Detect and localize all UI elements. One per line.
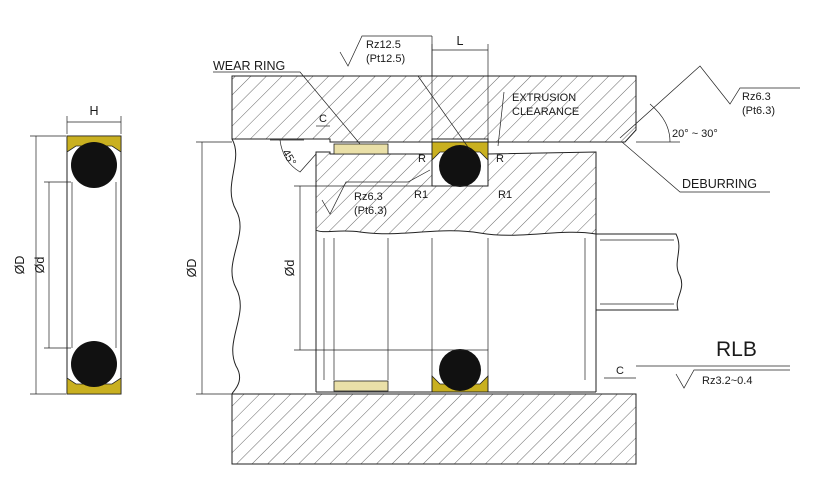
h-label: H — [89, 104, 98, 118]
main-id-label: Ød — [283, 260, 297, 277]
wear-ring-top — [333, 143, 389, 155]
cylinder-housing-bottom — [231, 393, 637, 465]
od-label: ØD — [13, 256, 27, 275]
rz-top-1: Rz12.5 — [366, 39, 401, 51]
extrusion-label-2: CLEARANCE — [512, 106, 579, 118]
l-label: L — [457, 34, 464, 48]
main-od-label: ØD — [185, 259, 199, 278]
roughness-symbol-mid — [321, 169, 431, 215]
rz-mid-2: (Pt6.3) — [354, 205, 387, 217]
roughness-symbol-bottom — [675, 369, 790, 389]
r1-label-1: R1 — [414, 189, 428, 201]
o-ring-bottom-installed — [439, 349, 481, 391]
seal-groove-top — [431, 141, 489, 187]
break-line — [230, 138, 241, 395]
installation-view: WEAR RING Rz12.5 (Pt12.5) L EXTRUSION CL… — [185, 34, 800, 465]
deburring-label: DEBURRING — [682, 177, 757, 191]
rz-bottom: Rz3.2~0.4 — [702, 375, 752, 387]
seal-groove-bottom — [431, 349, 489, 393]
rz-right-1: Rz6.3 — [742, 91, 771, 103]
rz-top-2: (Pt12.5) — [366, 53, 405, 65]
extrusion-label-1: EXTRUSION — [512, 92, 576, 104]
extrusion-leader — [497, 91, 505, 147]
c-label-top: C — [319, 113, 327, 125]
model-code: RLB — [716, 338, 757, 361]
r-label-1: R — [418, 153, 426, 165]
roughness-symbol-top — [339, 35, 432, 67]
wear-ring-leader — [213, 71, 361, 145]
r1-label-2: R1 — [498, 189, 512, 201]
r-label-2: R — [496, 153, 504, 165]
o-ring-bottom — [71, 341, 117, 387]
angle-arc — [636, 103, 680, 143]
roughness-symbol-right — [619, 65, 800, 139]
angle-range-label: 20° ~ 30° — [672, 128, 718, 140]
seal-section-view: H ØD Ød — [13, 104, 122, 395]
o-ring-top — [71, 142, 117, 188]
wear-ring-label: WEAR RING — [213, 59, 285, 73]
deburring-leader — [621, 141, 770, 193]
chamfer-angle — [270, 139, 317, 173]
o-ring-top-installed — [439, 145, 481, 187]
id-label: Ød — [33, 257, 47, 274]
rz-right-2: (Pt6.3) — [742, 105, 775, 117]
c-label-bottom: C — [616, 365, 624, 377]
piston-rod — [595, 233, 683, 311]
wear-ring-bottom — [333, 380, 389, 392]
rz-mid-1: Rz6.3 — [354, 191, 383, 203]
